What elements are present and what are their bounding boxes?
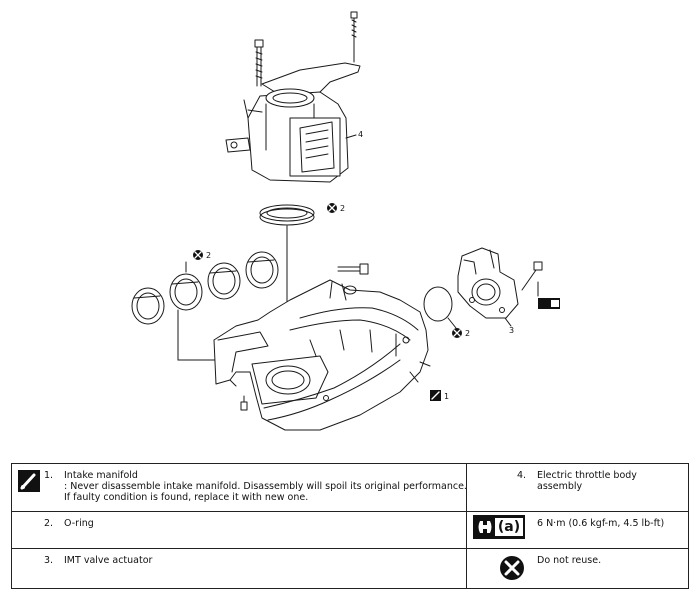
callout-2-imt: 2 — [465, 329, 470, 338]
legend-cell-intake-manifold: 1. Intake manifold : Never disassemble i… — [11, 463, 467, 512]
legend-number-3: 3. — [44, 555, 54, 566]
hand-reference-icon — [18, 470, 40, 492]
intake-manifold — [213, 279, 431, 431]
throttle-o-ring — [259, 204, 315, 226]
legend-cell-do-not-reuse: Do not reuse. — [466, 548, 689, 589]
legend-cell-o-ring: 2. O-ring — [11, 511, 467, 549]
legend-number-2: 2. — [44, 518, 54, 529]
torque-wrench-icon: (a) — [473, 515, 525, 539]
throttle-body-assembly — [225, 88, 357, 183]
legend-text-intake-manifold: Intake manifold : Never disassemble inta… — [64, 470, 467, 503]
callout-4: 4 — [358, 130, 363, 139]
legend-text-throttle-body: Electric throttle body assembly — [537, 470, 637, 492]
callout-1: 1 — [444, 392, 449, 401]
legend-line: Intake manifold — [64, 470, 138, 481]
callout-3: 3 — [509, 326, 514, 335]
legend-text-do-not-reuse: Do not reuse. — [537, 555, 602, 566]
legend-cell-torque: (a) 6 N·m (0.6 kgf-m, 4.5 lb-ft) — [466, 511, 689, 549]
do-not-reuse-icon — [193, 250, 203, 260]
legend-row-3: 3. IMT valve actuator Do not reuse. — [11, 548, 689, 589]
imt-o-ring — [423, 286, 457, 329]
callout-2-throttle: 2 — [340, 204, 345, 213]
do-not-reuse-icon — [452, 328, 462, 338]
torque-spec-label: (a) — [495, 518, 523, 536]
legend-text-o-ring: O-ring — [64, 518, 94, 529]
do-not-reuse-icon — [327, 203, 337, 213]
legend-number-4: 4. — [517, 470, 527, 481]
do-not-reuse-icon — [500, 556, 524, 580]
legend-cell-imt-actuator: 3. IMT valve actuator — [11, 548, 467, 589]
parts-legend-table: 1. Intake manifold : Never disassemble i… — [11, 463, 689, 589]
port-o-rings — [131, 251, 279, 361]
hand-reference-icon — [430, 390, 441, 401]
legend-row-1: 1. Intake manifold : Never disassemble i… — [11, 463, 689, 512]
legend-row-2: 2. O-ring (a) 6 N·m (0.6 kgf-m, 4.5 lb-f… — [11, 511, 689, 549]
bolt-top-left — [254, 39, 264, 87]
legend-text-torque: 6 N·m (0.6 kgf-m, 4.5 lb-ft) — [537, 518, 665, 529]
legend-number-1: 1. — [44, 470, 54, 481]
callout-2-ports: 2 — [206, 251, 211, 260]
manifold-bolt — [337, 263, 369, 275]
torque-wrench-icon — [538, 298, 560, 309]
legend-text-imt-actuator: IMT valve actuator — [64, 555, 153, 566]
legend-line: : Never disassemble intake manifold. Dis… — [64, 481, 467, 492]
legend-cell-throttle-body: 4. Electric throttle body assembly — [466, 463, 689, 512]
imt-valve-actuator — [457, 247, 543, 327]
exploded-parts-diagram: 4 2 2 3 — [131, 11, 560, 431]
legend-line: If faulty condition is found, replace it… — [64, 492, 309, 503]
bolt-top-right — [350, 11, 358, 63]
